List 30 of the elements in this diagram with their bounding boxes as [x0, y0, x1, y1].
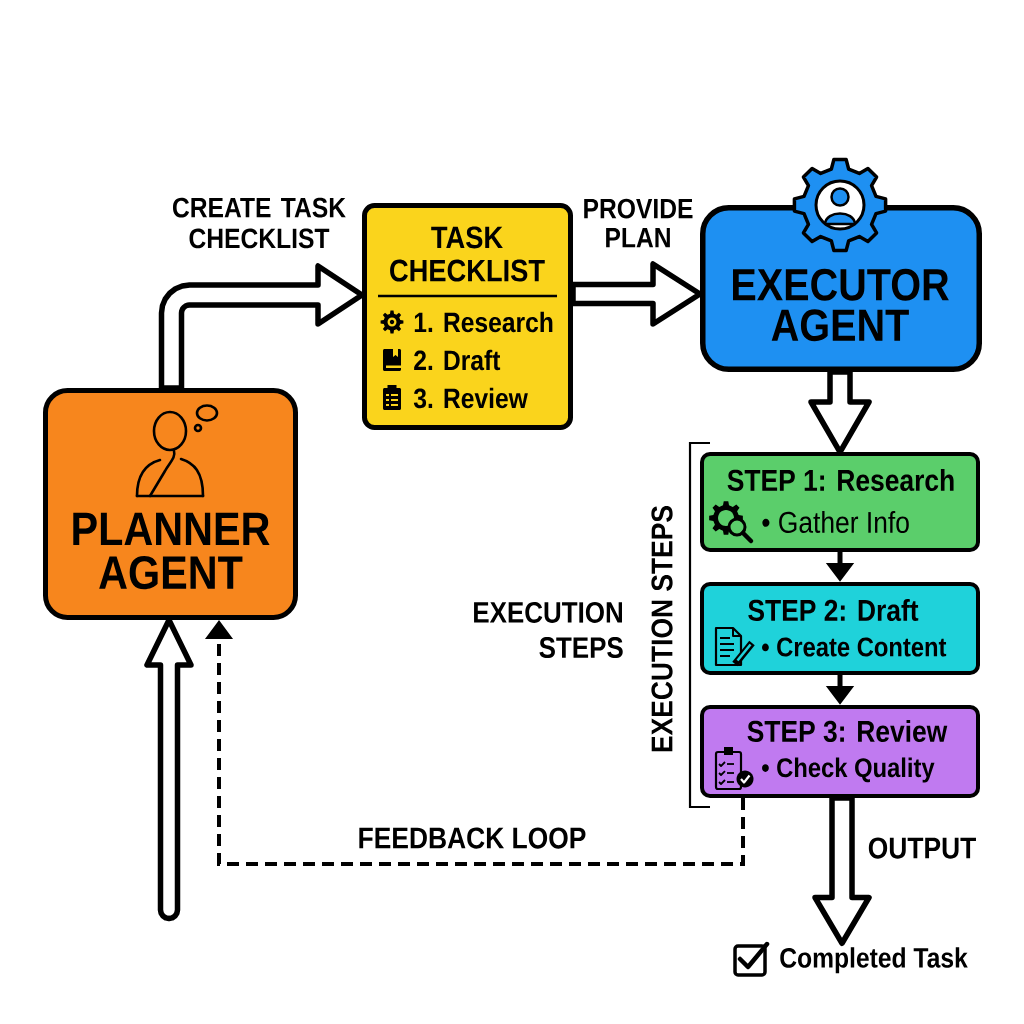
edge-label: OUTPUT [868, 837, 976, 859]
step-detail: • Gather Info [762, 511, 909, 533]
step-box [700, 582, 980, 675]
block-arrow [158, 263, 365, 391]
agent-box [43, 388, 298, 620]
step-title: STEP 1: Research [727, 469, 954, 491]
edge-label: FEEDBACK LOOP [359, 827, 586, 849]
list-item: 2. Draft [414, 349, 501, 371]
step-box [700, 452, 980, 552]
edge-label: CREATE TASK CHECKLIST [173, 197, 346, 249]
bracket-label: EXECUTION STEPS [651, 506, 673, 752]
block-arrow [812, 795, 872, 946]
agent-title: EXECUTOR AGENT [733, 268, 949, 342]
card-title: TASK CHECKLIST [390, 226, 545, 282]
list-item: 1. Research [414, 311, 553, 333]
step-title: STEP 2: Draft [748, 599, 919, 621]
agent-box [700, 157, 982, 372]
side-label: EXECUTION STEPS [474, 602, 623, 658]
block-arrow [808, 369, 872, 455]
result-text: Completed Task [780, 947, 968, 974]
step-detail: • Check Quality [762, 757, 935, 783]
step-detail: • Create Content [762, 637, 947, 657]
block-arrow [570, 261, 703, 327]
block-arrow [144, 617, 194, 922]
agent-title: PLANNER AGENT [73, 512, 270, 590]
checklist-card [362, 203, 573, 430]
list-item: 3. Review [413, 387, 528, 409]
step-box [700, 705, 980, 798]
edge-label: PROVIDE PLAN [584, 198, 693, 248]
step-title: STEP 3: Review [747, 719, 948, 743]
